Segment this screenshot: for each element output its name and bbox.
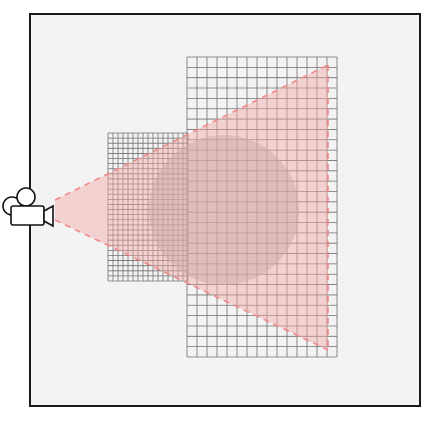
view-frustum — [55, 65, 328, 350]
frustum-edges — [54, 64, 329, 351]
video-camera-icon — [2, 187, 54, 228]
frustum-top-edge — [54, 64, 329, 201]
camera-lens — [43, 204, 54, 228]
camera-reel-right — [16, 187, 36, 207]
sphere — [149, 135, 299, 285]
camera-body — [10, 205, 45, 226]
